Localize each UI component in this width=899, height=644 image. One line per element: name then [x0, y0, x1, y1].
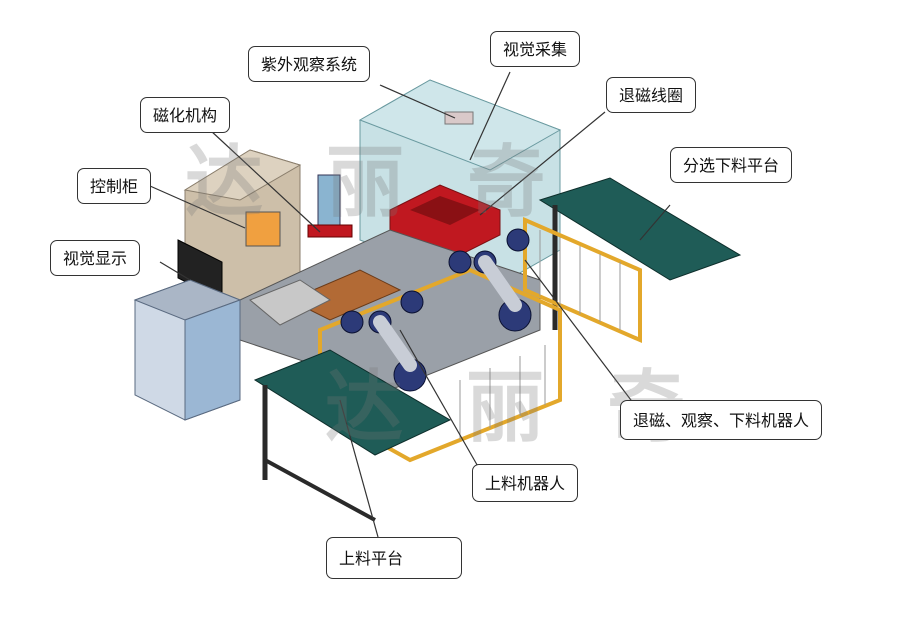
label-vision-display: 视觉显示 — [50, 240, 141, 276]
label-loading-platform: 上料平台 — [326, 537, 462, 579]
label-uv-system: 紫外观察系统 — [248, 46, 371, 82]
label-control-cabinet: 控制柜 — [77, 168, 152, 204]
loading-platform-top — [253, 349, 452, 456]
sorting-platform-top — [538, 177, 742, 281]
label-vision-capture: 视觉采集 — [490, 31, 581, 67]
label-loading-robot: 上料机器人 — [472, 464, 579, 502]
label-demag-robot: 退磁、观察、下料机器人 — [620, 400, 823, 440]
control-screen — [245, 211, 281, 247]
safety-fence — [523, 216, 642, 344]
label-sorting-platform: 分选下料平台 — [670, 147, 793, 183]
label-demag-coil: 退磁线圈 — [606, 77, 697, 113]
label-magnetizing: 磁化机构 — [140, 97, 231, 133]
watermark-top: 达 丽 奇 — [185, 138, 564, 228]
robot-arms — [340, 228, 532, 392]
